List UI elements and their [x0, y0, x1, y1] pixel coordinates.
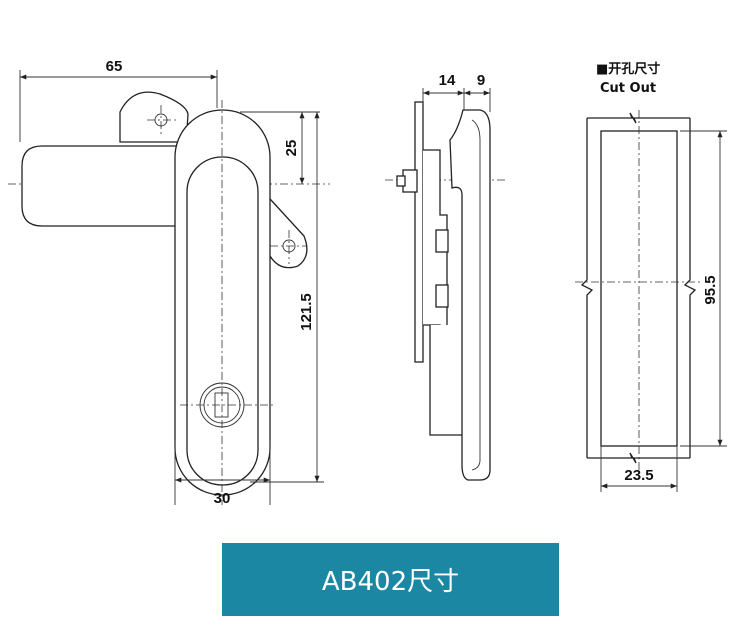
bolt-lower: [435, 284, 449, 308]
dim-95-5-label: 95.5: [702, 275, 719, 304]
handle-body-inner: [186, 156, 259, 486]
dim-30-label: 30: [214, 490, 231, 507]
cutout-view: ■开孔尺寸 Cut Out 95.5 23.5: [575, 61, 727, 492]
mounting-panel: [414, 101, 424, 363]
lever-arm: [21, 145, 181, 227]
cutout-border-top: [587, 112, 690, 124]
lever-top-lug: [119, 91, 189, 147]
cutout-border-left: [580, 118, 594, 458]
front-view: 65 25 121.5 30: [8, 58, 330, 507]
bolt-upper: [435, 229, 449, 253]
dim-121-5-label: 121.5: [298, 293, 315, 331]
cutout-title-en: Cut Out: [600, 81, 656, 96]
cutout-border-bottom: [587, 452, 690, 464]
side-view: 14 9: [385, 72, 505, 481]
stud-tip: [396, 175, 406, 187]
dim-14-label: 14: [439, 72, 456, 89]
dim-23-5-label: 23.5: [624, 467, 653, 484]
cutout-title-cn: ■开孔尺寸: [596, 61, 660, 77]
dim-65-label: 65: [106, 58, 123, 75]
handle-side-inner: [471, 119, 481, 471]
cutout-border-right: [683, 118, 697, 458]
model-banner: AB402尺寸: [222, 543, 559, 616]
model-banner-label: AB402尺寸: [321, 567, 460, 597]
dim-25-label: 25: [283, 140, 300, 157]
dim-9-label: 9: [477, 72, 485, 89]
